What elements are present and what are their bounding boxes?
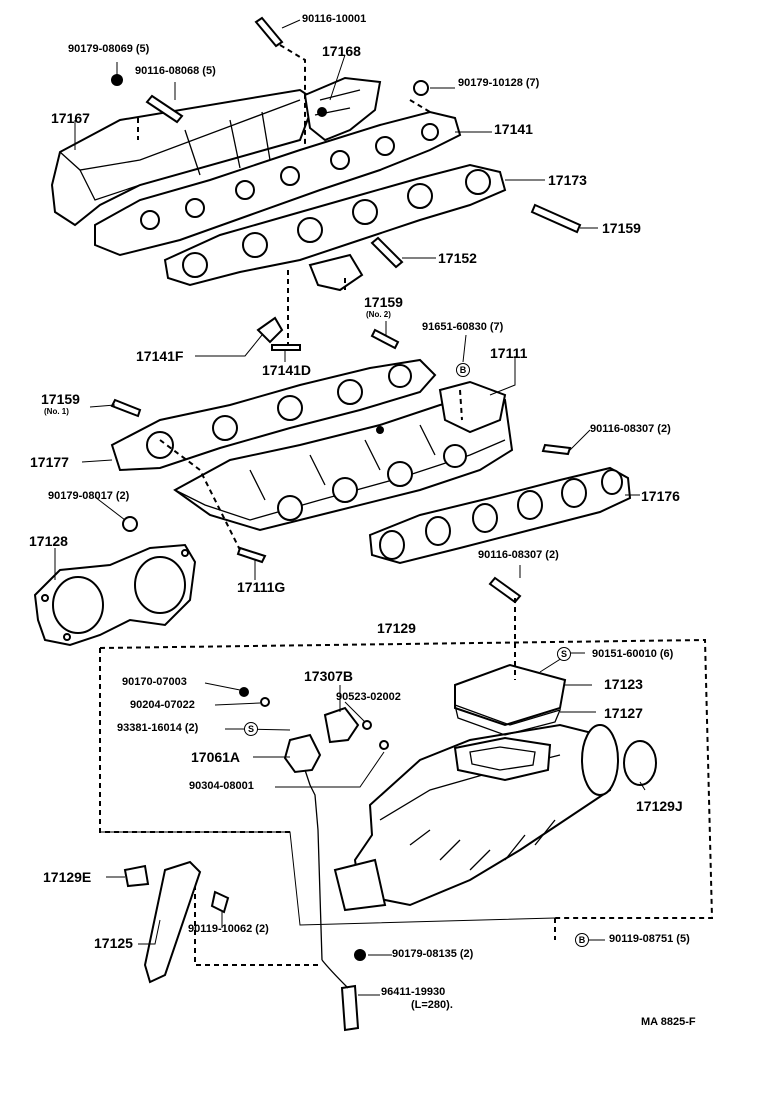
label-17123: 17123: [604, 676, 643, 692]
label-93381-16014: 93381-16014 (2): [117, 722, 199, 734]
label-90179-08135: 90179-08135 (2): [392, 948, 474, 960]
hose-route: [321, 959, 349, 989]
stud-17152: [370, 236, 404, 269]
marker-b-90119: B: [575, 933, 589, 947]
label-90116-08307-b: 90116-08307 (2): [478, 549, 559, 561]
nut-90179-08069: [111, 74, 123, 86]
label-96411-length: (L=280).: [411, 999, 453, 1011]
label-90179-10128: 90179-10128 (7): [458, 77, 540, 89]
label-90151-60010: 90151-60010 (6): [592, 648, 674, 660]
plug-17129E: [123, 864, 150, 888]
stud-17111G: [236, 546, 267, 564]
stud-17141D: [271, 344, 301, 351]
group-bracket-lower: [194, 885, 320, 966]
label-17129J: 17129J: [636, 798, 683, 814]
label-90179-08017: 90179-08017 (2): [48, 490, 130, 502]
intake-chamber-17129: [333, 723, 619, 912]
label-90119-08751: 90119-08751 (5): [609, 933, 690, 945]
nut-90179-08135: [354, 949, 366, 961]
label-17111: 17111: [490, 345, 528, 361]
label-91651-60830: 91651-60830 (7): [422, 321, 504, 333]
label-17159-c: 17159: [41, 391, 80, 407]
label-17167: 17167: [51, 110, 90, 126]
label-90304-08001: 90304-08001: [189, 780, 254, 792]
gasket-17173: [163, 163, 507, 287]
label-17111G: 17111G: [237, 579, 286, 595]
label-90119-10062: 90119-10062 (2): [188, 923, 269, 935]
bracket-17141F: [256, 316, 284, 344]
label-17129E: 17129E: [43, 869, 92, 885]
label-17159-b-note: (No. 2): [366, 310, 391, 319]
stud-17159-no1: [110, 398, 142, 418]
nut-90179-10128: [413, 80, 429, 96]
gasket-17177: [110, 358, 437, 472]
nut-90179-08017: [122, 516, 138, 532]
label-17129: 17129: [377, 620, 416, 636]
marker-s-93381: S: [244, 722, 258, 736]
intake-manifold-17111: [173, 393, 514, 532]
label-17168: 17168: [322, 43, 361, 59]
label-17141: 17141: [494, 121, 533, 137]
label-17307B: 17307B: [304, 668, 354, 684]
label-17125: 17125: [94, 935, 133, 951]
stud-90116-10001: [254, 16, 284, 48]
label-17176: 17176: [641, 488, 680, 504]
exhaust-flange: [308, 253, 364, 292]
nut-17168: [317, 107, 327, 117]
label-17173: 17173: [548, 172, 587, 188]
heat-shield-17168: [303, 76, 382, 142]
label-90523-02002: 90523-02002: [336, 691, 401, 703]
vsv-assembly: [239, 687, 389, 961]
heat-insulator-17167: [50, 88, 317, 227]
label-17159-a: 17159: [602, 220, 641, 236]
label-17128: 17128: [29, 533, 68, 549]
gasket-17128: [33, 543, 197, 647]
label-17152: 17152: [438, 250, 477, 266]
label-17141F: 17141F: [136, 348, 184, 364]
label-96411-19930: 96411-19930: [381, 986, 446, 998]
label-90179-08069: 90179-08069 (5): [68, 43, 150, 55]
gasket-17127: [454, 703, 562, 736]
hose-96411-19930: [340, 984, 360, 1032]
label-17177: 17177: [30, 454, 69, 470]
bolt-90119-10062: [210, 890, 230, 914]
gasket-17176: [368, 466, 632, 565]
intake-manifold-flange: [438, 380, 507, 434]
label-17159-c-note: (No. 1): [44, 407, 69, 416]
label-17127: 17127: [604, 705, 643, 721]
stud-90116-08307-a: [541, 443, 572, 456]
label-17061A: 17061A: [191, 749, 241, 765]
label-90116-08068: 90116-08068 (5): [135, 65, 216, 77]
label-90116-08307-a: 90116-08307 (2): [590, 423, 671, 435]
footer-code: MA 8825-F: [641, 1016, 696, 1028]
plate-17123: [454, 663, 567, 727]
exhaust-manifold-17141: [94, 110, 462, 257]
stud-90116-08068: [145, 94, 184, 124]
label-90170-07003: 90170-07003: [122, 676, 187, 688]
marker-b-91651: B: [456, 363, 470, 377]
label-90116-10001: 90116-10001: [302, 13, 367, 25]
stud-17159-no2: [370, 328, 400, 350]
cover-17129J: [623, 740, 657, 786]
marker-s-90151: S: [557, 647, 571, 661]
label-17159-b: 17159: [364, 294, 403, 310]
label-17141D: 17141D: [262, 362, 312, 378]
stay-17125: [143, 860, 202, 984]
label-90204-07022: 90204-07022: [130, 699, 195, 711]
stud-17159-a: [530, 203, 582, 234]
